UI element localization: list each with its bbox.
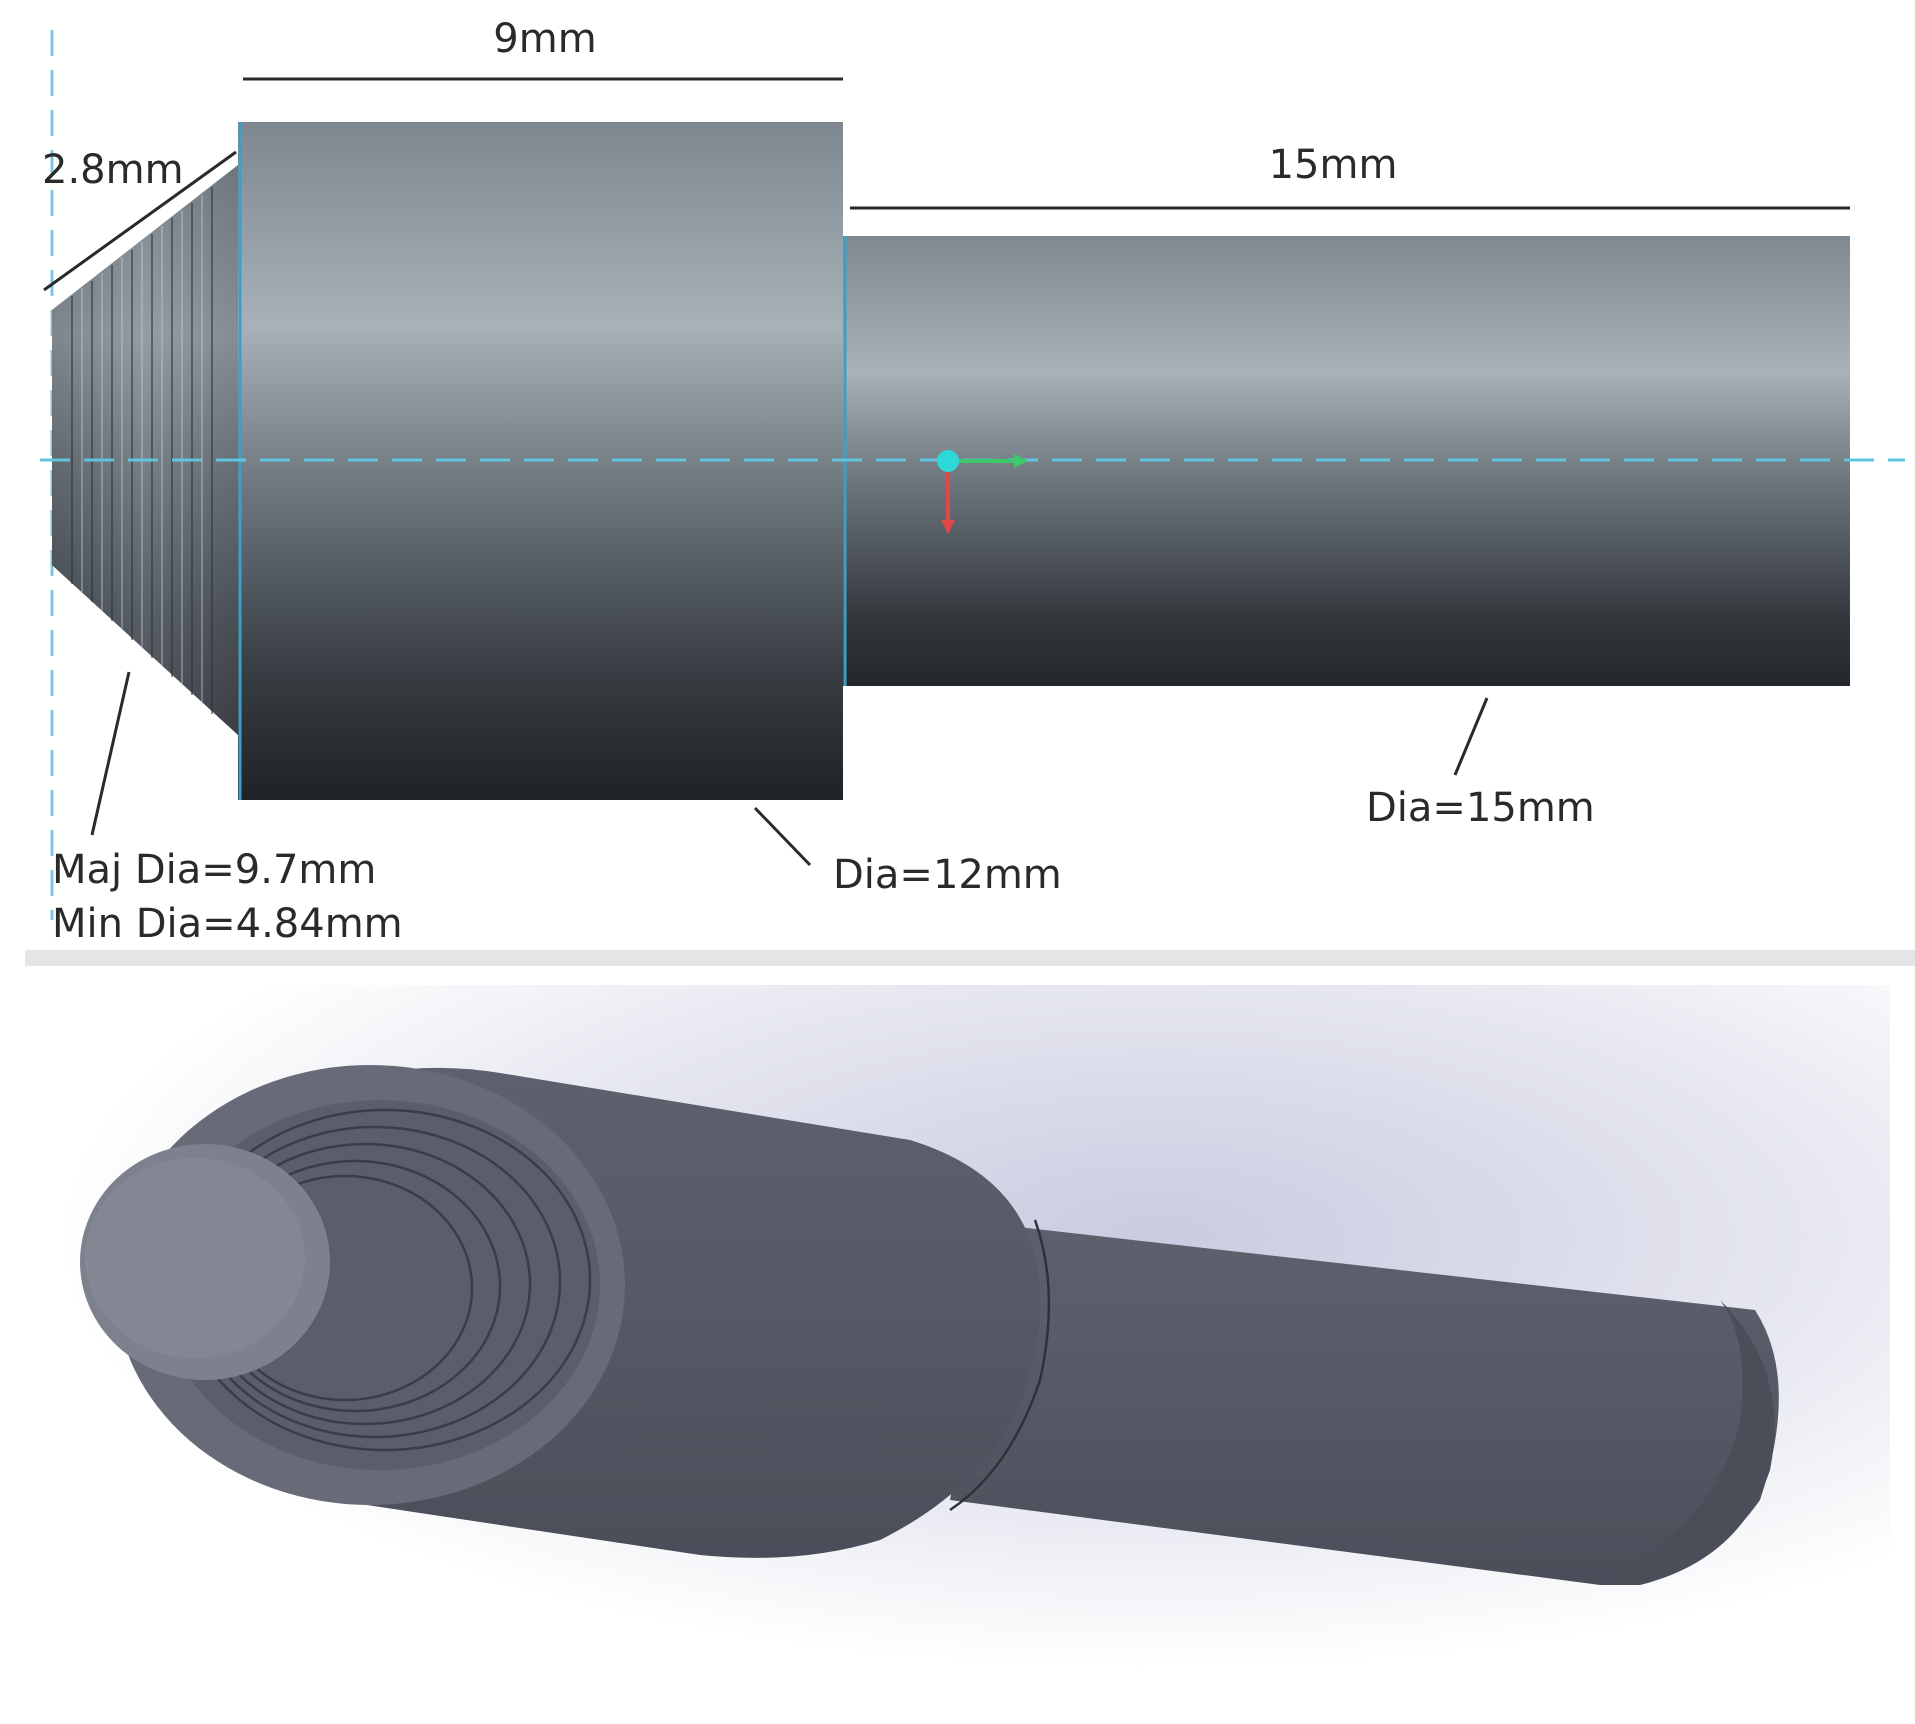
chamfer-dimension-line xyxy=(43,150,237,292)
head-dia-label: Dia=12mm xyxy=(833,852,1062,898)
shaft-length-label: 15mm xyxy=(1269,142,1398,188)
thread-major-dia-label: Maj Dia=9.7mm xyxy=(52,847,376,893)
thread-callout-leader xyxy=(90,671,131,836)
view-separator xyxy=(25,950,1915,966)
thread-minor-dia-label: Min Dia=4.84mm xyxy=(52,901,403,947)
iso-thread-tip-face xyxy=(85,1158,305,1358)
origin-point xyxy=(937,450,959,472)
iso-shaft-body xyxy=(950,1225,1779,1585)
head-length-label: 9mm xyxy=(493,16,596,62)
iso-head-shaft-seam xyxy=(949,1219,1051,1512)
chamfer-length-label: 2.8mm xyxy=(42,147,184,193)
shaft-dia-label: Dia=15mm xyxy=(1366,785,1595,831)
top-view: 9mm 15mm 2.8mm Maj Dia=9.7mm Min Dia=4.8… xyxy=(25,16,1915,966)
threaded-cone xyxy=(52,165,238,735)
iso-shaft-end xyxy=(1600,1300,1775,1585)
isometric-view xyxy=(60,985,1890,1705)
origin-triad xyxy=(937,450,1028,534)
shaft-dia-callout-leader xyxy=(1453,697,1489,776)
head-dia-callout-leader xyxy=(753,806,812,867)
